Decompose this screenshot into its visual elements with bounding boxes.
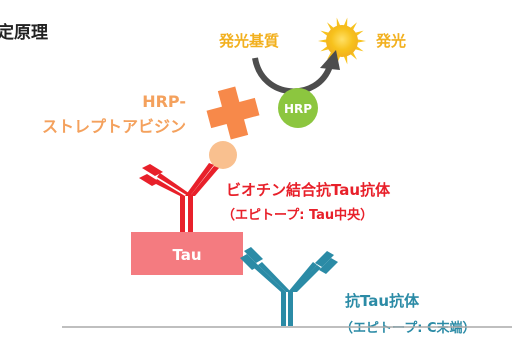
luminescence-ray [320, 45, 330, 52]
detection-antibody-icon [139, 163, 219, 232]
tau-box [131, 232, 243, 275]
luminescence-ray [354, 30, 364, 37]
hrp-badge-label: HRP [284, 102, 312, 116]
reaction-arrow [252, 50, 340, 95]
capture-antibody-name: 抗Tau抗体 [345, 292, 420, 310]
capture-antibody-icon [240, 247, 338, 326]
luminescence-ray [318, 39, 328, 43]
luminescence-ray [336, 17, 341, 27]
luminescence-burst-icon [318, 17, 366, 65]
hrp-enzyme-circle [278, 88, 318, 128]
hrp-conjugate-label-line1: HRP- [142, 92, 186, 111]
hrp-conjugate-label-line2: ストレプトアビジン [42, 117, 186, 136]
luminescence-ray [356, 39, 366, 43]
detection-antibody-name: ビオチン結合抗Tau抗体 [226, 181, 391, 199]
luminescence-ray [343, 55, 348, 65]
luminescence-ray [343, 17, 348, 27]
luminescence-ray [320, 30, 330, 37]
tau-label: Tau [172, 246, 201, 264]
luminescence-ray [354, 45, 364, 52]
capture-antibody-epitope: （エピトープ: C末端） [340, 320, 476, 336]
detection-antibody-epitope: （エピトープ: Tau中央） [222, 207, 373, 223]
substrate-label: 発光基質 [218, 32, 279, 50]
page-title: 定原理 [0, 22, 48, 43]
biotin-circle [209, 141, 237, 169]
streptavidin-cross [206, 86, 260, 140]
luminescence-label: 発光 [375, 32, 406, 50]
